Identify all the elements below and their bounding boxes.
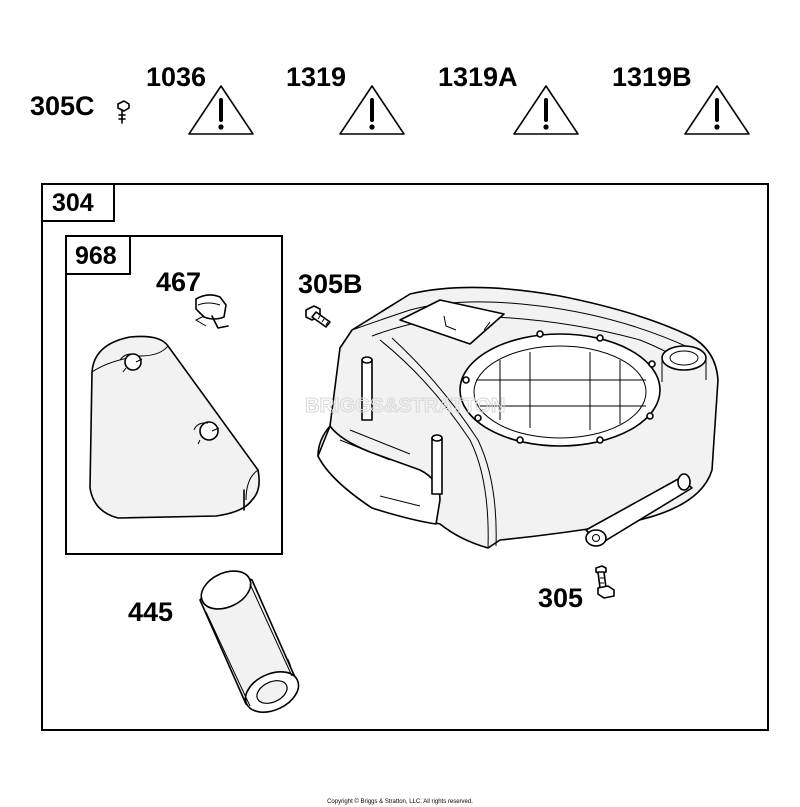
- label-1036: 1036: [146, 62, 206, 92]
- warning-1319b-icon: [684, 85, 750, 135]
- clip-467-icon: [194, 294, 229, 329]
- label-305c: 305C: [30, 91, 95, 121]
- assembly-tag-968: [65, 235, 131, 275]
- label-1319: 1319: [286, 62, 346, 92]
- label-968: 968: [75, 242, 117, 270]
- label-1319b: 1319B: [612, 62, 692, 92]
- warning-1319-icon: [339, 85, 405, 135]
- assembly-box-304: [41, 183, 769, 731]
- label-467: 467: [156, 267, 201, 297]
- bolt-305b-icon: [305, 305, 331, 328]
- label-305: 305: [538, 583, 583, 613]
- label-1319a: 1319A: [438, 62, 518, 92]
- label-305b: 305B: [298, 269, 363, 299]
- cover-968-icon: [89, 335, 260, 519]
- assembly-box-968: [65, 235, 283, 555]
- copyright-text: Copyright © Briggs & Stratton, LLC. All …: [327, 798, 473, 805]
- air-filter-445-icon: [199, 570, 300, 713]
- watermark: BRIGGS&STRATTON: [305, 395, 505, 417]
- warning-1319a-icon: [513, 85, 579, 135]
- screw-305c-icon: [117, 100, 130, 124]
- screw-305-icon: [595, 565, 615, 599]
- warning-1036-icon: [188, 85, 254, 135]
- label-445: 445: [128, 597, 173, 627]
- label-304: 304: [52, 189, 94, 217]
- assembly-tag-304: [41, 183, 115, 222]
- blower-housing-icon: [317, 286, 719, 549]
